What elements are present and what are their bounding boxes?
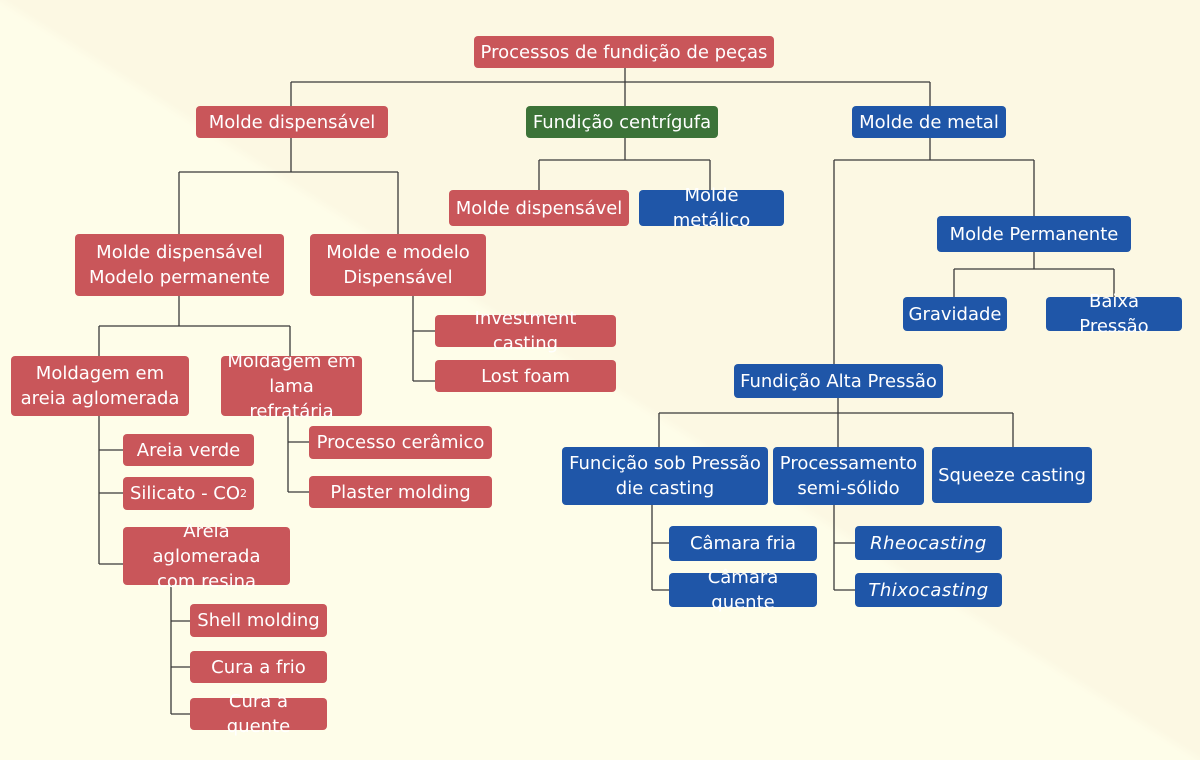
refractory-slurry-node: Moldagem em lama refratária — [221, 351, 362, 422]
centrifugal-metallic-node: Molde metálico — [639, 185, 784, 231]
root-node: Processos de fundição de peças — [474, 36, 774, 68]
plaster-molding-node: Plaster molding — [309, 476, 492, 508]
bonded-sand-node: Moldagem em areia aglomerada — [11, 356, 189, 416]
hot-cure-node: Cura a quente — [190, 691, 327, 737]
expendable-mold-node: Molde dispensável — [196, 106, 388, 138]
ceramic-process-node: Processo cerâmico — [309, 426, 492, 459]
metal-mold-node: Molde de metal — [852, 106, 1006, 138]
high-pressure-node: Fundição Alta Pressão — [734, 364, 943, 398]
semisolid-node: Processamento semi-sólido — [773, 447, 924, 505]
green-sand-node: Areia verde — [123, 434, 254, 466]
low-pressure-node: Baixa Pressão — [1046, 291, 1182, 337]
centrifugal-expendable-node: Molde dispensável — [449, 190, 629, 226]
permanent-mold-node: Molde Permanente — [937, 216, 1131, 252]
squeeze-casting-node: Squeeze casting — [932, 447, 1092, 503]
cold-chamber-node: Câmara fria — [669, 526, 817, 561]
centrifugal-casting-node: Fundição centrígufa — [526, 106, 718, 138]
investment-casting-node: Investment casting — [435, 308, 616, 354]
permanent-pattern-node: Molde dispensável Modelo permanente — [75, 234, 284, 296]
shell-molding-node: Shell molding — [190, 604, 327, 637]
gravity-node: Gravidade — [903, 297, 1007, 331]
rheocasting-node: Rheocasting — [855, 526, 1002, 560]
hot-chamber-node: Câmara quente — [669, 567, 817, 613]
cold-cure-node: Cura a frio — [190, 651, 327, 683]
die-casting-node: Funcição sob Pressão die casting — [562, 447, 768, 505]
expendable-pattern-node: Molde e modelo Dispensável — [310, 234, 486, 296]
resin-sand-node: Areia aglomerada com resina — [123, 521, 290, 592]
lost-foam-node: Lost foam — [435, 360, 616, 392]
thixocasting-node: Thixocasting — [855, 573, 1002, 607]
silicate-label: Silicato - CO — [129, 483, 241, 504]
